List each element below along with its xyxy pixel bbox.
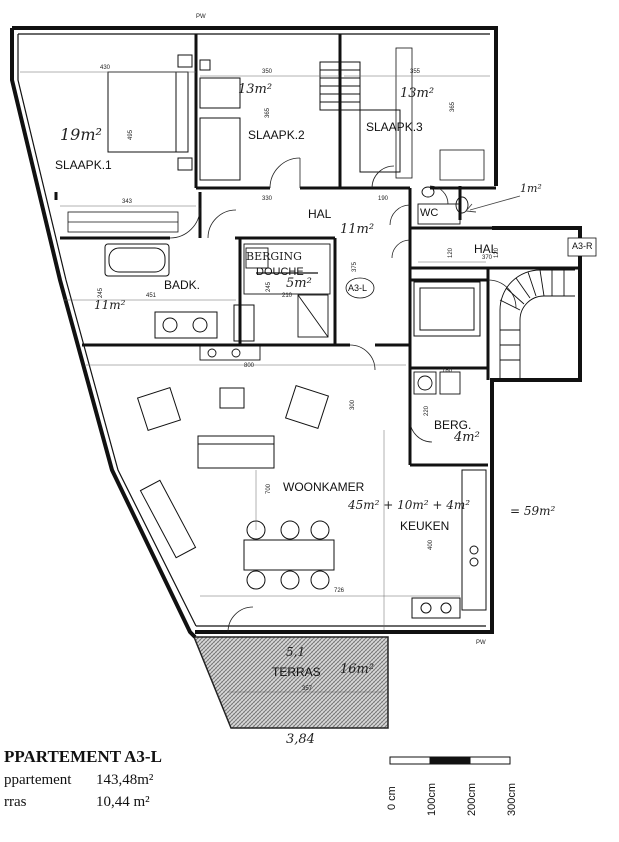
- hw-berging: BERGING: [246, 250, 302, 263]
- scale-tick-200: 200cm: [466, 782, 478, 816]
- dimension-lines: [20, 71, 490, 693]
- dim-451: 451: [146, 293, 157, 299]
- dim-330: 330: [262, 196, 273, 202]
- legend-title: PPARTEMENT A3-L: [4, 747, 162, 766]
- beds: [107, 54, 401, 181]
- handwritten-arrows: [465, 195, 521, 213]
- dim-343: 343: [122, 199, 133, 205]
- room-label-slaapk3: SLAAPK.3: [366, 120, 423, 134]
- pw-label-top: PW: [196, 14, 206, 20]
- tag-a3l: A3-L: [348, 283, 368, 293]
- hw-woon-sum: 45m² + 10m² + 4m²: [348, 498, 471, 512]
- dim-495: 495: [128, 129, 134, 140]
- hw-slaapk2-area: 13m²: [238, 82, 273, 97]
- dim-370: 370: [482, 255, 493, 261]
- pw-label-bottom: PW: [476, 640, 486, 646]
- scale-tick-0: 0 cm: [386, 786, 398, 810]
- room-label-slaapk1: SLAAPK.1: [55, 158, 112, 172]
- stairwell-right: [499, 269, 575, 380]
- hw-terras-dim: 5,1: [286, 645, 306, 659]
- hw-terras-width: 3,84: [286, 732, 315, 747]
- closets: [67, 47, 485, 233]
- hw-wc-area: 1m²: [520, 182, 542, 195]
- dim-210: 210: [282, 293, 293, 299]
- hw-slaapk1-area: 19m²: [60, 125, 102, 144]
- hw-woon-total: = 59m²: [510, 504, 556, 518]
- dining-table: [243, 520, 335, 590]
- dim-400: 400: [428, 539, 434, 550]
- dim-190: 190: [378, 196, 389, 202]
- hw-berg-area: 4m²: [454, 430, 480, 445]
- room-label-keuken: KEUKEN: [400, 519, 450, 533]
- kitchen-counter: [411, 469, 487, 619]
- dim-375: 375: [352, 261, 358, 272]
- sideboard: [199, 345, 261, 361]
- dim-365b: 365: [450, 101, 456, 112]
- interior-walls: [54, 34, 580, 467]
- dim-357: 357: [302, 686, 313, 692]
- berg-fixtures: [413, 371, 461, 395]
- scale-bar: [389, 756, 511, 765]
- room-label-woonkamer: WOONKAMER: [283, 480, 365, 494]
- dim-245b: 245: [266, 281, 272, 292]
- room-label-hal-right: HAL: [474, 242, 498, 256]
- living-furniture: [136, 384, 330, 559]
- dim-800: 800: [244, 363, 255, 369]
- hw-slaapk3-area: 13m²: [400, 86, 435, 101]
- room-label-badk: BADK.: [164, 278, 201, 292]
- legend-terras-value: 10,44 m²: [96, 794, 150, 810]
- doors: [169, 157, 517, 633]
- terras-area: [192, 636, 389, 729]
- elevator: [413, 281, 481, 337]
- a3l-circle: [345, 277, 375, 299]
- scale-tick-300: 300cm: [506, 782, 518, 816]
- dim-120b: 120: [494, 247, 500, 258]
- legend-apartment-label: ppartement: [4, 772, 72, 788]
- stair-top: [319, 61, 361, 111]
- wc-fixtures: [417, 186, 469, 225]
- a3r-box: [567, 237, 597, 257]
- dim-350: 350: [262, 69, 273, 75]
- dim-220: 220: [424, 405, 430, 416]
- dim-180: 180: [442, 368, 453, 374]
- hw-badk-area: 11m²: [94, 298, 126, 312]
- room-label-slaapk2: SLAAPK.2: [248, 128, 305, 142]
- room-label-berg: BERG.: [434, 418, 472, 432]
- dim-700: 700: [266, 483, 272, 494]
- room-label-hal-main: HAL: [308, 207, 332, 221]
- dim-245a: 245: [98, 287, 104, 298]
- room-label-terras: TERRAS: [272, 665, 321, 679]
- tag-a3r: A3-R: [572, 241, 593, 251]
- shower: [243, 243, 331, 338]
- washbasins: [154, 304, 255, 342]
- outer-walls: [10, 26, 582, 639]
- legend-terras-label: rras: [4, 794, 27, 810]
- bathtub: [104, 243, 170, 277]
- scale-tick-100: 100cm: [426, 782, 438, 816]
- legend-apartment-value: 143,48m²: [96, 772, 154, 788]
- dim-120a: 120: [448, 247, 454, 258]
- hw-terras-area: 16m²: [340, 662, 375, 677]
- hw-hal-area: 11m²: [340, 222, 375, 237]
- dim-726: 726: [334, 588, 345, 594]
- dim-430: 430: [100, 65, 111, 71]
- hw-douche-area: 5m²: [286, 276, 312, 291]
- dim-355: 355: [410, 69, 421, 75]
- room-label-douche: DOUCHE: [256, 266, 304, 278]
- room-label-wc: WC: [420, 207, 439, 219]
- dim-300: 300: [350, 399, 356, 410]
- dim-365a: 365: [265, 107, 271, 118]
- outer-walls-inner: [17, 33, 490, 627]
